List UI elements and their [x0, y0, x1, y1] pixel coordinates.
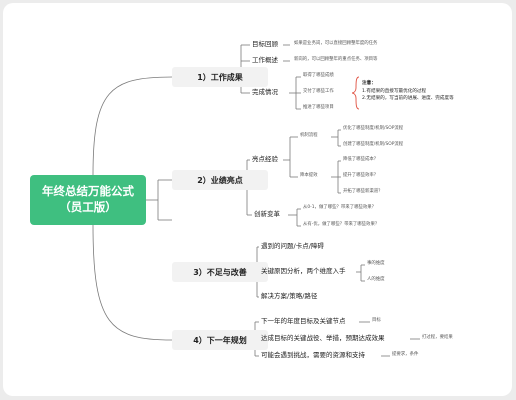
node-innovation-item: 从0-1，做了哪些？带来了哪些效果？: [303, 205, 377, 210]
node-completion-item: 交付了哪些工作: [303, 89, 334, 94]
node-mechanism-item: 优化了哪些制度/机制/SOP流程: [343, 126, 404, 131]
node-work-overview-desc: 新岗的，可以回顾整年的重点任务、项目等: [294, 57, 378, 62]
central-topic: 年终总结万能公式 （员工版）: [30, 175, 146, 225]
branch-work-results: 1）工作成果: [172, 67, 268, 87]
node-completion-item: 推进了哪些项目: [303, 105, 334, 110]
node-root-cause-item: 人的维度: [367, 277, 385, 282]
central-subtitle: （员工版）: [59, 200, 117, 214]
node-root-cause-item: 事的维度: [367, 261, 385, 266]
node-annual-goal-desc: 目标: [372, 318, 381, 323]
central-title: 年终总结万能公式: [42, 184, 134, 199]
node-key-initiatives-desc: 打过程，要结果: [422, 335, 453, 340]
node-resources: 可能会遇到挑战，需要的资源和支持: [261, 351, 365, 359]
note-line: 1.有结果的直接写最优化的过程: [362, 89, 427, 94]
note-bracket: [351, 76, 360, 110]
node-cost-efficiency: 降本提效: [300, 173, 318, 178]
node-cost-efficiency-item: 提升了哪些效率？: [343, 173, 379, 178]
branch-performance-highlights: 2）业绩亮点: [172, 170, 268, 190]
node-cost-efficiency-item: 开拓了哪些新渠道？: [343, 189, 383, 194]
node-goal-review-desc: 如果是业务岗，可以直接回顾整年度的任务: [294, 41, 378, 46]
note-line: 2.无结果的，写当前的进展、进度、完成度等: [362, 96, 454, 101]
node-mechanism-item: 创建了哪些制度/机制/SOP流程: [343, 142, 404, 147]
branch-next-year-plan: 4）下一年规划: [172, 330, 268, 350]
node-annual-goal: 下一年的年度目标及关键节点: [261, 317, 346, 325]
node-innovation: 创新变革: [254, 210, 280, 218]
node-resources-desc: 提要求，条件: [392, 352, 419, 357]
node-solution: 解决方案/策略/路径: [261, 292, 318, 300]
node-highlight-experience: 亮点经验: [252, 155, 278, 163]
node-goal-review: 目标回顾: [252, 40, 278, 48]
node-innovation-item: 从有-优，做了哪些？带来了哪些效果？: [303, 222, 380, 227]
node-work-overview: 工作概述: [252, 56, 278, 64]
node-root-cause: 关键原因分析，两个维度入手: [261, 267, 346, 275]
note-title: 注意：: [362, 81, 376, 86]
node-problems: 遇到的问题/卡点/障碍: [261, 242, 324, 250]
node-cost-efficiency-item: 降低了哪些成本？: [343, 157, 379, 162]
branch-shortcomings: 3）不足与改善: [172, 262, 268, 282]
node-key-initiatives: 达成目标的关键战役、举措，预期达成效果: [261, 334, 385, 342]
node-completion-item: 取得了哪些成绩: [303, 73, 334, 78]
node-mechanism: 机制流程: [300, 133, 318, 138]
node-completion: 完成情况: [252, 88, 278, 96]
